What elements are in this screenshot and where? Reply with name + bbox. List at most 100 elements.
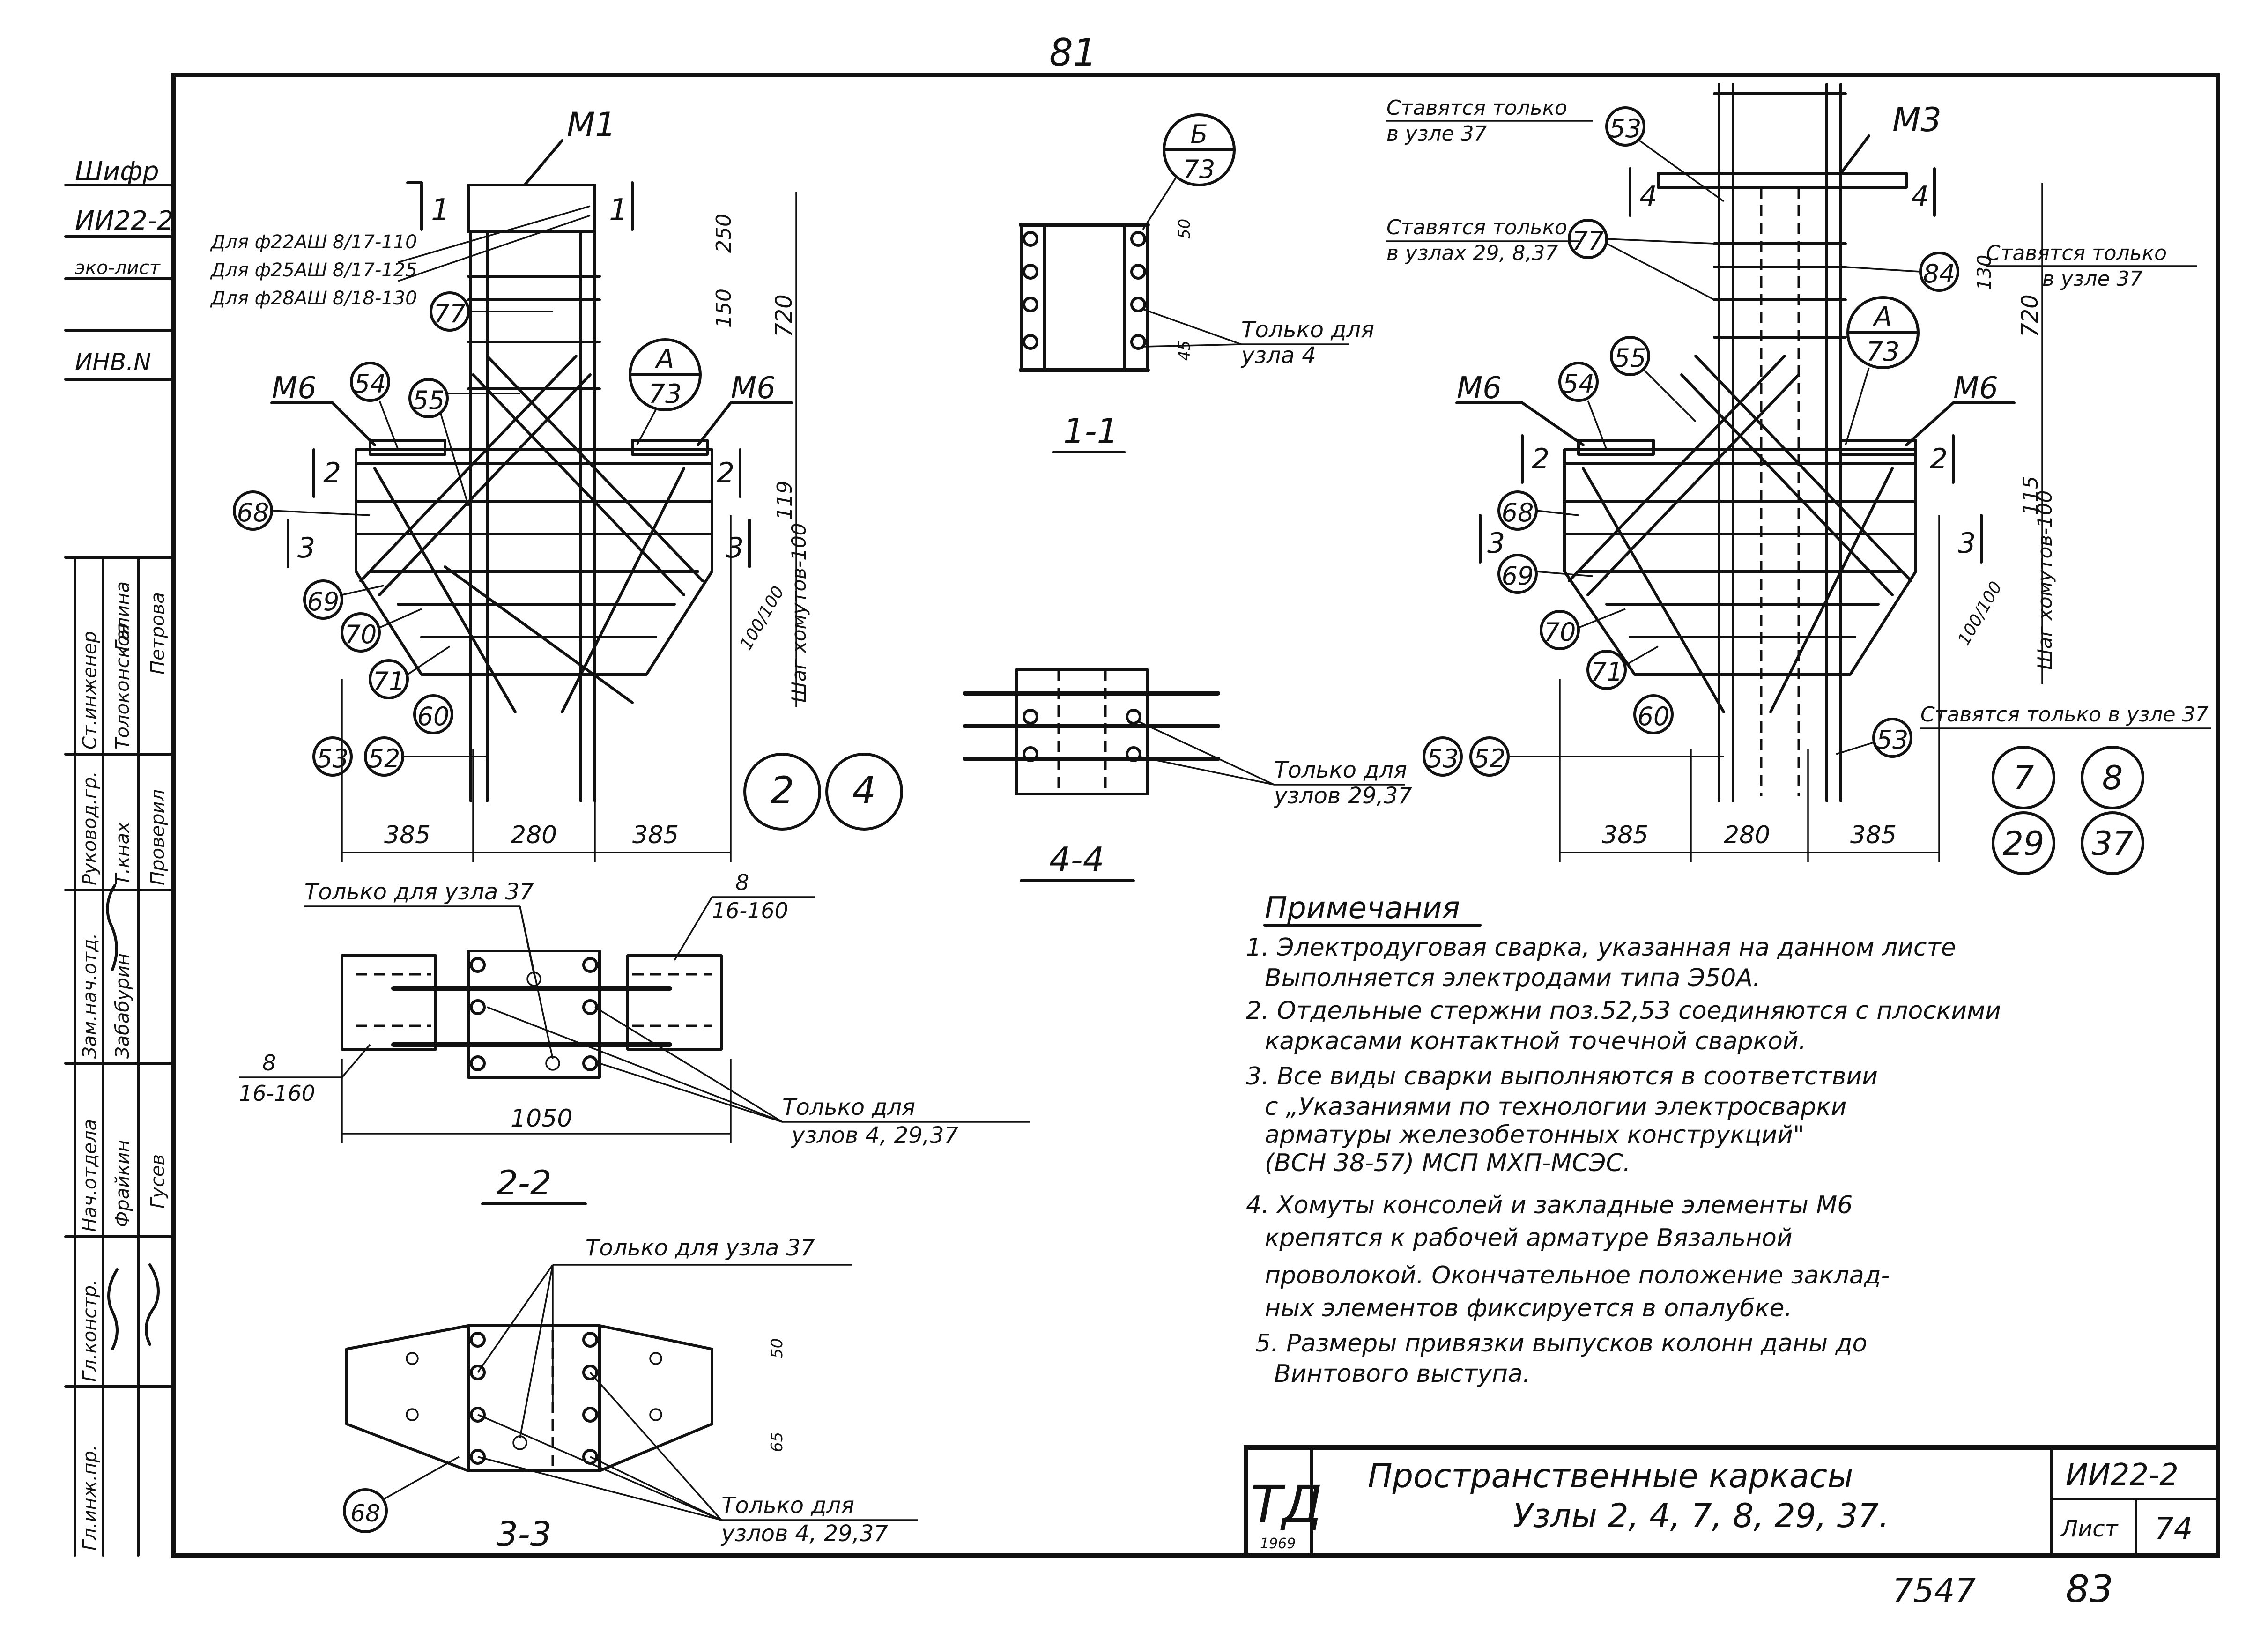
note-line-2: Выполняется электродами типа Э50А.: [1265, 964, 1760, 992]
leader-frac-2: 8/17-125: [333, 260, 417, 281]
stamp-name-7: Галина: [112, 581, 133, 651]
callout-84: 84: [1923, 259, 1956, 289]
dim-720-left: 720: [771, 294, 797, 337]
dim-280-b: 280: [1724, 821, 1770, 849]
stamp-name-5: Проверил: [147, 789, 169, 885]
tb-logo: ТД: [1251, 1475, 1322, 1535]
stamp-name-2: Забабурин: [112, 953, 133, 1059]
notes-heading: Примечания: [1265, 891, 1460, 926]
mark-m1: М1: [567, 105, 616, 144]
callout-53-left: 53: [317, 744, 349, 773]
note-only-node4-b: узла 4: [1240, 342, 1316, 369]
note-only-node37-b: Ставятся только: [1986, 241, 2167, 265]
node-4: 4: [852, 769, 876, 812]
section-label-2-2: 2-2: [497, 1163, 552, 1202]
note-line-4: каркасами контактной точечной сваркой.: [1265, 1027, 1806, 1055]
dim-100-100-left: 100/100: [736, 583, 788, 653]
tb-logo-year: 1969: [1260, 1536, 1296, 1552]
tb-sheet-label: Лист: [2060, 1516, 2119, 1542]
callout-77-right: 77: [1572, 226, 1604, 256]
callout-54-right: 54: [1563, 369, 1595, 399]
note-line-9: 4. Хомуты консолей и закладные элементы …: [1246, 1191, 1853, 1219]
dim-119: 119: [773, 481, 797, 520]
callout-55-left: 55: [413, 386, 445, 415]
note-only-29-8-37-b: в узлах 29, 8,37: [1386, 241, 1558, 265]
dim-115: 115: [2019, 476, 2043, 515]
left-stamp: Шифр ИИ22-2 эко-лист ИНВ.N Гл.инж.пр. Гл…: [64, 156, 175, 1557]
stamp-name-4: Т.кнах: [112, 822, 133, 885]
note-line-13: 5. Размеры привязки выпусков колонн даны…: [1255, 1329, 1867, 1358]
cut-3-left: 3: [297, 532, 315, 564]
cut-3-left-r: 3: [1487, 527, 1505, 560]
dim-1050: 1050: [511, 1105, 572, 1133]
dim-45: 45: [1175, 341, 1194, 361]
note-only-node37-a2: в узле 37: [1386, 122, 1487, 146]
elevation-left: М1 1 1 М6: [210, 105, 903, 862]
dim-385-b: 385: [632, 821, 679, 849]
cut-4-left: 4: [1639, 180, 1657, 213]
dim-280-a: 280: [511, 821, 557, 849]
callout-68-right: 68: [1502, 498, 1534, 527]
callout-73-right: 73: [1866, 337, 1899, 367]
dim-50: 50: [1175, 219, 1194, 239]
cut-2-left: 2: [323, 457, 341, 490]
dim-385-c: 385: [1602, 821, 1648, 849]
stamp-role-6: Ст.инженер: [79, 631, 101, 749]
callout-68-left: 68: [237, 498, 269, 527]
stamp-role-4: Зам.нач.отд.: [79, 933, 101, 1059]
section-4-4: Только для узлов 29,37 4-4: [963, 668, 1412, 882]
cut-2-right-r: 2: [1930, 443, 1948, 475]
frac-s22-top-a: 8: [735, 870, 749, 895]
node-29: 29: [2002, 824, 2044, 863]
node-37: 37: [2091, 824, 2133, 863]
note-only-29-8-37-a: Ставятся только: [1386, 215, 1567, 239]
dim-130: 130: [1974, 255, 1995, 290]
mark-m6-right-b: М6: [1953, 371, 1998, 406]
notes-block: Примечания 1. Электродуговая сварка, ука…: [1246, 891, 2001, 1388]
mark-m6-left-b: М6: [731, 371, 776, 406]
dim-100-100-right: 100/100: [1954, 578, 2006, 648]
stamp-code-4: ИНВ.N: [75, 349, 151, 376]
tb-title-2: Узлы 2, 4, 7, 8, 29, 37.: [1513, 1497, 1889, 1535]
page-number-top: 81: [1049, 31, 1097, 74]
note-only-29-37-a: Только для: [1274, 757, 1407, 783]
callout-70-right: 70: [1544, 617, 1576, 647]
cut-1-left: 1: [431, 193, 450, 228]
tb-title-1: Пространственные каркасы: [1368, 1457, 1853, 1495]
cut-2-left-r: 2: [1532, 443, 1549, 475]
leader-d25: Для ф25АШ: [210, 260, 327, 281]
note-only-node4-a: Только для: [1241, 317, 1374, 343]
callout-69-right: 69: [1502, 561, 1534, 591]
node-8: 8: [2102, 759, 2123, 797]
node-7: 7: [2013, 759, 2034, 797]
callout-60-right: 60: [1638, 702, 1670, 731]
section-3-3: Только для узла 37 Только для узлов 4, 2…: [343, 1235, 918, 1557]
frac-s22-bot-b: 16-160: [239, 1081, 315, 1106]
mark-m6-right-a: М6: [1457, 371, 1502, 406]
tb-code: ИИ22-2: [2066, 1458, 2179, 1492]
frac-s22-bot-a: 16-160: [712, 898, 788, 923]
frac-s22-top-b: 8: [262, 1050, 276, 1076]
inventory-number: 7547: [1892, 1572, 1976, 1610]
stamp-role-5: Руковод.гр.: [79, 771, 101, 885]
note-line-14: Винтового выступа.: [1274, 1360, 1530, 1388]
cut-3-right: 3: [726, 532, 744, 564]
note-line-12: ных элементов фиксируется в опалубке.: [1265, 1294, 1792, 1322]
callout-77-left: 77: [434, 299, 466, 328]
callout-a-right: А: [1873, 302, 1892, 332]
note-only-4-29-37-s22b: узлов 4, 29,37: [791, 1122, 958, 1149]
mark-m6-left-a: М6: [272, 371, 317, 406]
title-block: ТД 1969 Пространственные каркасы Узлы 2,…: [1244, 1445, 2220, 1558]
callout-54-left: 54: [354, 369, 386, 399]
note-line-3: 2. Отдельные стержни поз.52,53 соединяют…: [1246, 997, 2001, 1025]
page-number-bottom: 83: [2066, 1567, 2113, 1611]
note-only-4-29-37-s33b: узлов 4, 29,37: [720, 1521, 888, 1547]
dim-385-d: 385: [1850, 821, 1897, 849]
callout-a-left: А: [655, 344, 674, 374]
note-only-29-37-b: узлов 29,37: [1273, 783, 1412, 809]
note-line-6: с „Указаниями по технологии электросварк…: [1265, 1093, 1846, 1121]
note-line-11: проволокой. Окончательное положение закл…: [1265, 1261, 1890, 1290]
sheet-frame: 81 83 7547: [171, 31, 2220, 1611]
cut-4-right: 4: [1911, 180, 1929, 213]
